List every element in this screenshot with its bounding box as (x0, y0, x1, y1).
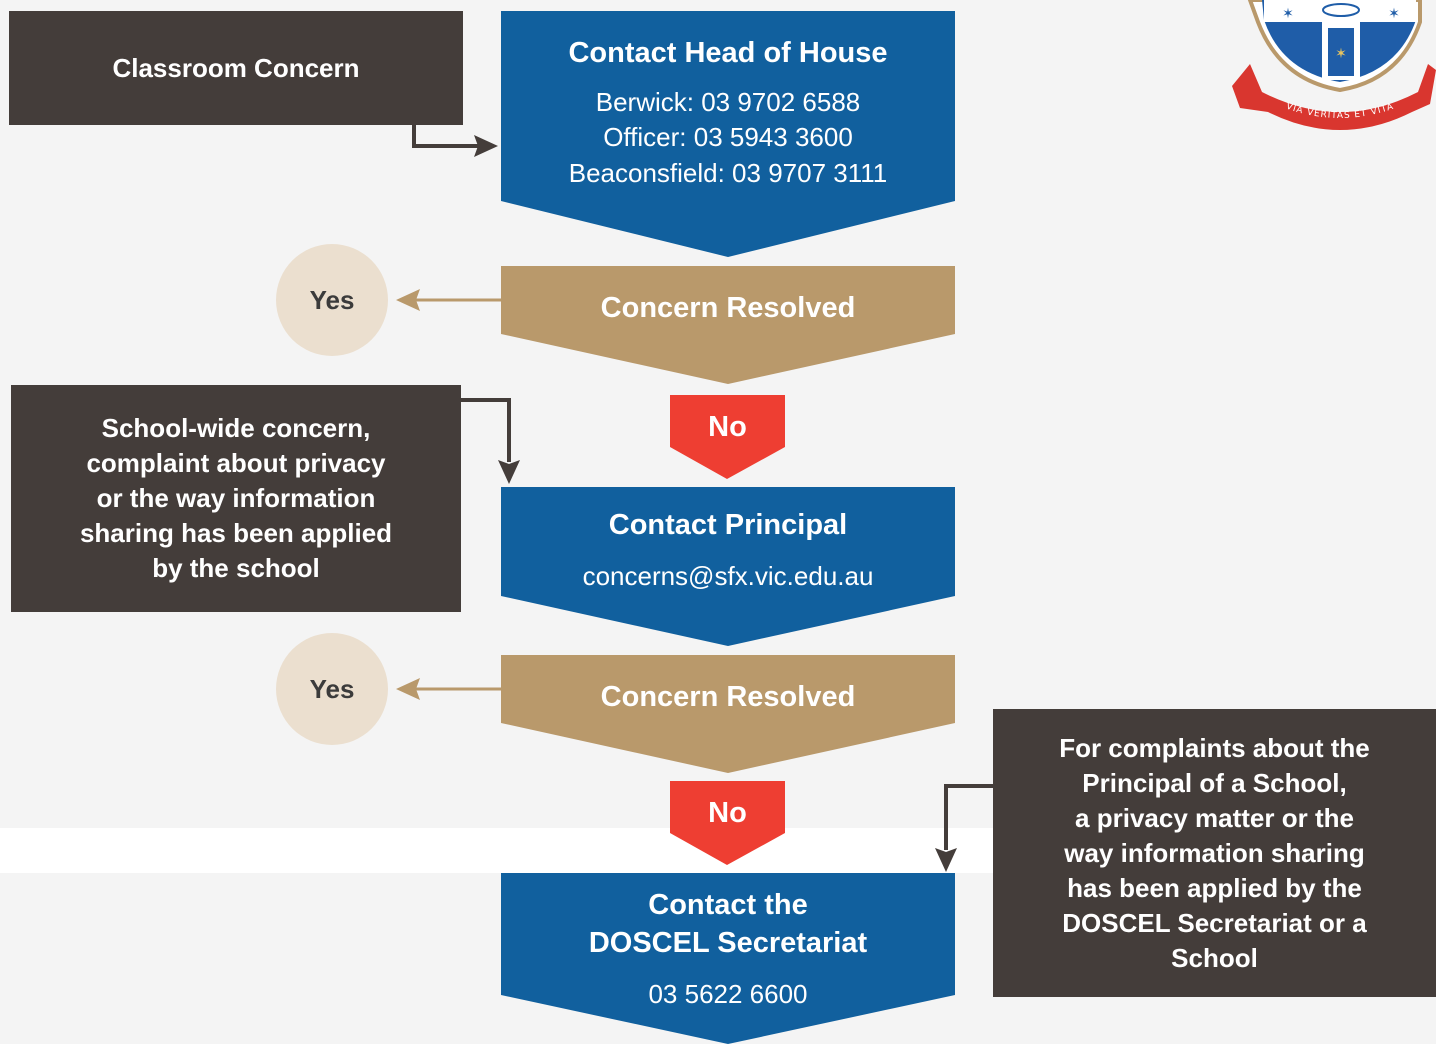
concern-resolved-shape-2 (501, 655, 955, 773)
no-shape-1 (670, 395, 785, 479)
no-shape-2 (670, 781, 785, 865)
school-wide-line-1: School-wide concern, (101, 413, 371, 443)
head-of-house-node: Contact Head of House Berwick: 03 9702 6… (501, 11, 955, 257)
yes-circle-1: Yes (276, 244, 388, 356)
crest-cross-horizontal (1264, 0, 1416, 22)
doscel-line-1: For complaints about the (1059, 732, 1370, 763)
principal-title: Contact Principal (608, 509, 848, 541)
secretariat-node: Contact the DOSCEL Secretariat 03 5622 6… (501, 873, 955, 1044)
yes-label-1: Yes (309, 284, 355, 315)
school-wide-line-5: by the school (152, 553, 320, 583)
school-wide-line-2: complaint about privacy (86, 448, 386, 478)
principal-email: concerns@sfx.vic.edu.au (582, 561, 874, 591)
crest-star-center: ✶ (1335, 46, 1347, 62)
yes-label-2: Yes (309, 673, 355, 704)
principal-node: Contact Principal concerns@sfx.vic.edu.a… (501, 487, 955, 646)
crest-ribbon (1232, 64, 1436, 130)
concern-resolved-node-2: Concern Resolved (501, 655, 955, 773)
doscel-line-2: Principal of a School, (1082, 767, 1347, 798)
no-label-2: No (708, 797, 747, 829)
principal-shape (501, 487, 955, 646)
arrowhead-doscel-to-secretariat (935, 848, 957, 872)
no-node-2: No (670, 781, 785, 865)
arrow-schoolwide-to-principal (461, 398, 511, 462)
concern-resolved-node-1: Concern Resolved (501, 266, 955, 384)
head-of-house-title: Contact Head of House (568, 37, 888, 69)
head-of-house-berwick: Berwick: 03 9702 6588 (595, 87, 861, 117)
head-of-house-beaconsfield: Beaconsfield: 03 9707 3111 (568, 158, 888, 188)
doscel-complaints-box: For complaints about the Principal of a … (993, 709, 1436, 997)
head-of-house-shape (501, 11, 955, 257)
concern-resolved-shape-1 (501, 266, 955, 384)
doscel-line-6: DOSCEL Secretariat or a (1062, 907, 1367, 938)
doscel-line-4: way information sharing (1064, 837, 1365, 868)
secretariat-title-line-1: Contact the (648, 889, 808, 921)
crest-star-right: ✶ (1388, 6, 1400, 22)
concern-resolved-label-1: Concern Resolved (600, 292, 856, 324)
doscel-line-3: a privacy matter or the (1075, 802, 1354, 833)
secretariat-shape (501, 873, 955, 1044)
head-of-house-officer: Officer: 03 5943 3600 (603, 122, 853, 152)
arrowhead-schoolwide-to-principal (498, 460, 520, 484)
secretariat-phone: 03 5622 6600 (648, 979, 808, 1009)
arrowhead-classroom-to-head (474, 135, 498, 157)
doscel-line-5: has been applied by the (1067, 872, 1362, 903)
arrowhead-resolved1-to-yes (396, 289, 420, 311)
yes-circle-2: Yes (276, 633, 388, 745)
school-wide-line-4: sharing has been applied (79, 518, 393, 548)
arrow-classroom-to-head (412, 125, 480, 148)
concern-resolved-label-2: Concern Resolved (600, 681, 856, 713)
no-node-1: No (670, 395, 785, 479)
arrow-doscel-to-secretariat (944, 784, 993, 850)
school-wide-line-3: or the way information (96, 483, 376, 513)
classroom-concern-label: Classroom Concern (112, 52, 360, 83)
arrowhead-resolved2-to-yes (396, 678, 420, 700)
secretariat-title-line-2: DOSCEL Secretariat (588, 927, 868, 959)
doscel-line-7: School (1171, 942, 1258, 973)
school-wide-concern-box: School-wide concern, complaint about pri… (11, 385, 461, 612)
crest-fish (1322, 3, 1360, 17)
classroom-concern-box: Classroom Concern (9, 11, 463, 125)
crest-star-left: ✶ (1282, 6, 1294, 22)
no-label-1: No (708, 411, 747, 443)
